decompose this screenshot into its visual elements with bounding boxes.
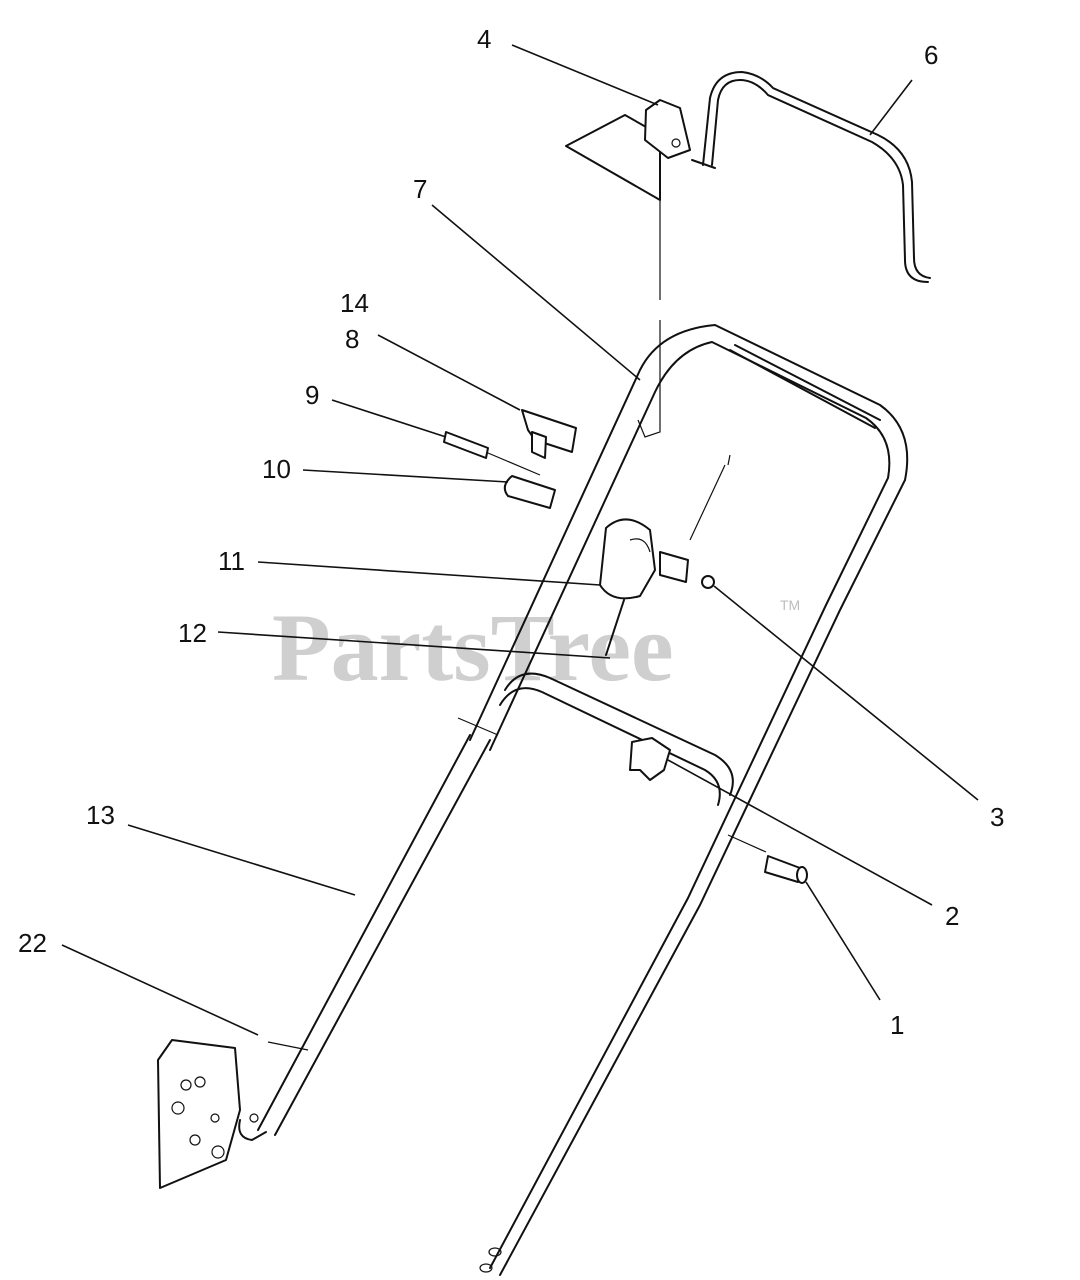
handle-knob-part[interactable] (629, 737, 671, 781)
callout-8: 8 (345, 324, 359, 354)
handle-pin-part[interactable] (267, 1041, 309, 1051)
leader-2 (667, 759, 933, 906)
callout-6: 6 (924, 40, 938, 70)
leader-6 (869, 79, 913, 136)
carriage-bolt-part[interactable] (727, 834, 808, 884)
callout-10: 10 (262, 454, 291, 484)
bail-bar-part[interactable] (691, 70, 931, 283)
trademark-mark: TM (780, 597, 800, 613)
leader-12 (217, 631, 611, 659)
leader-22 (61, 944, 259, 1036)
leader-9 (331, 399, 447, 438)
callout-22: 22 (18, 928, 47, 958)
control-plate-part[interactable] (565, 114, 661, 438)
leader-10 (302, 469, 509, 483)
bolt-part[interactable] (443, 431, 541, 476)
height-adjust-plate-part[interactable] (157, 1039, 241, 1189)
handle-crossbar-part[interactable] (499, 672, 734, 806)
upper-handle-part[interactable] (469, 323, 909, 1276)
callout-2: 2 (945, 901, 959, 931)
callout-13: 13 (86, 800, 115, 830)
cable-wire (689, 454, 731, 541)
leader-11 (257, 561, 601, 586)
nut-part[interactable] (701, 575, 715, 589)
control-handle-part[interactable] (521, 409, 577, 459)
control-housing-part[interactable] (599, 518, 689, 600)
leader-14-8 (377, 334, 521, 411)
callout-9: 9 (305, 380, 319, 410)
callout-7: 7 (413, 174, 427, 204)
cable-part[interactable] (605, 599, 625, 656)
callout-1: 1 (890, 1010, 904, 1040)
callout-12: 12 (178, 618, 207, 648)
leader-1 (805, 881, 881, 1001)
leader-13 (127, 824, 356, 896)
bail-pivot-bracket-part[interactable] (644, 99, 691, 159)
callout-14: 14 (340, 288, 369, 318)
leader-3 (713, 585, 979, 801)
callout-11: 11 (218, 546, 245, 576)
leader-4 (511, 44, 659, 106)
spacer-part[interactable] (503, 475, 556, 509)
callout-4: 4 (477, 24, 491, 54)
leader-7 (431, 204, 641, 381)
callout-3: 3 (990, 802, 1004, 832)
lower-handle-part[interactable] (238, 717, 499, 1142)
partstree-watermark: PartsTree (272, 594, 674, 701)
